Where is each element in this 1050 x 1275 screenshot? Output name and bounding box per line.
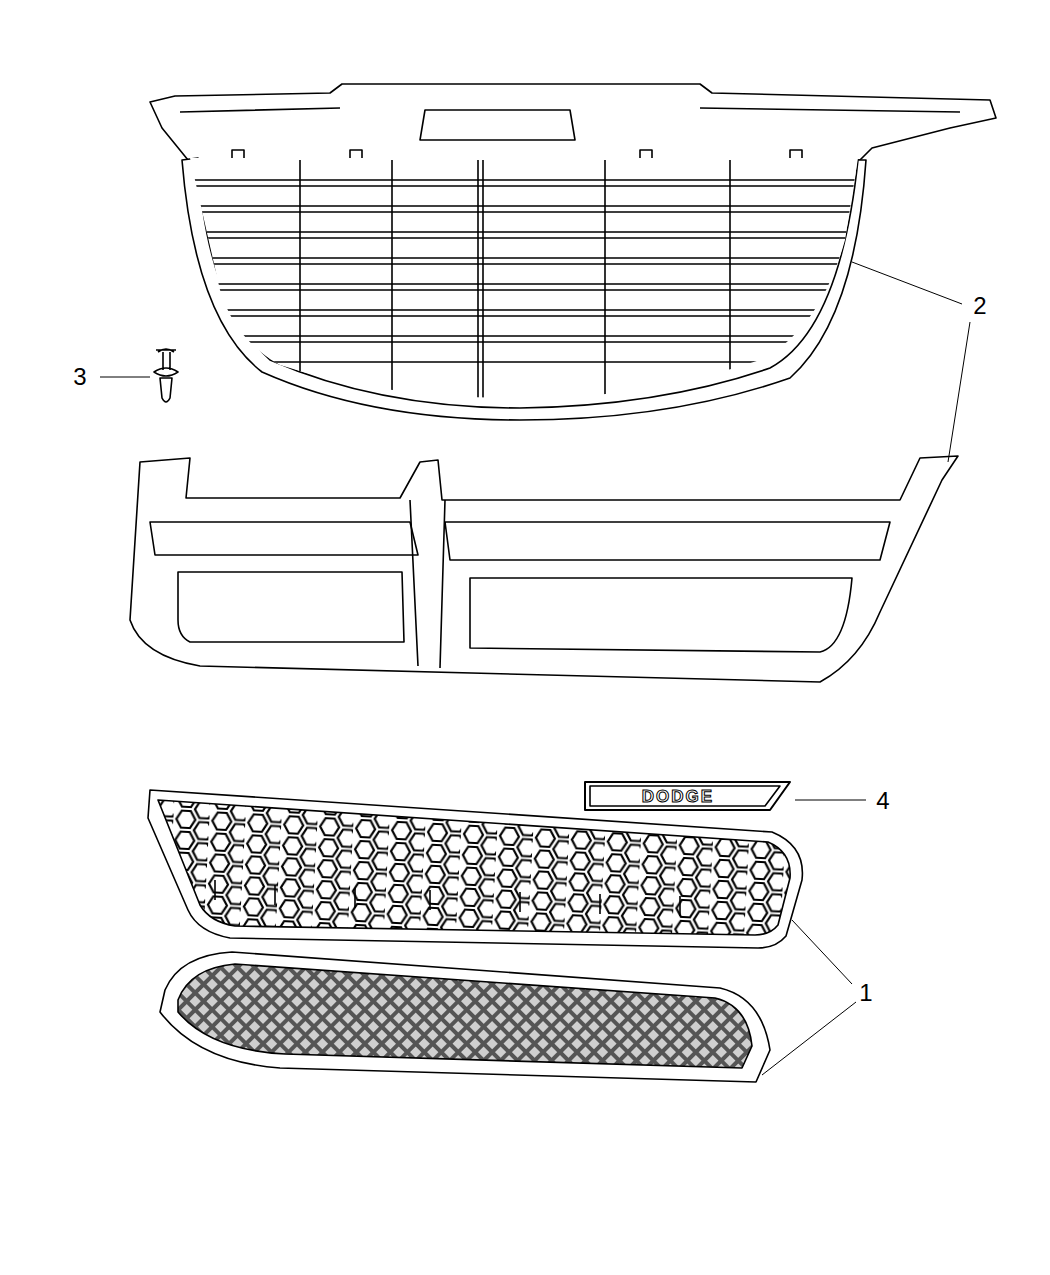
callout-number: 1 [859,981,872,1005]
badge-text: DODGE [642,788,714,805]
callout-number: 3 [73,365,86,389]
callout-number: 4 [876,789,889,813]
callout-number: 2 [973,294,986,318]
